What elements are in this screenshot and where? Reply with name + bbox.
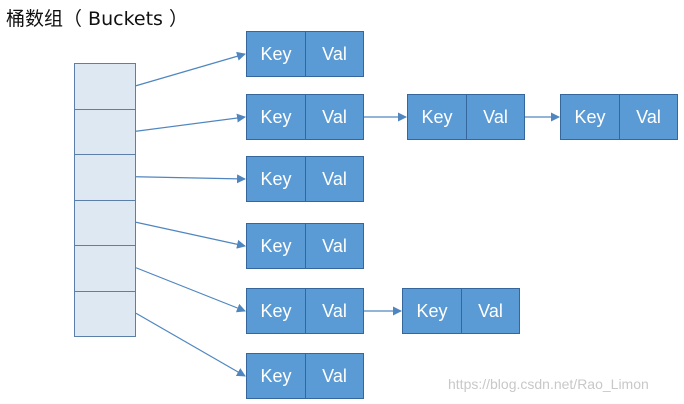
node-val-cell: Val	[306, 223, 364, 269]
pointer-arrow	[135, 174, 246, 184]
node-val-cell: Val	[462, 288, 520, 334]
pointer-arrow	[135, 312, 246, 377]
bucket-slot	[74, 154, 136, 201]
node-key-cell: Key	[246, 353, 306, 399]
pointer-arrow	[135, 51, 246, 87]
node-key-cell: Key	[560, 94, 620, 140]
node-val-cell: Val	[306, 94, 364, 140]
bucket-slot	[74, 63, 136, 110]
node-key-cell: Key	[246, 156, 306, 202]
node-val-cell: Val	[467, 94, 525, 140]
bucket-slot	[74, 108, 136, 155]
node-key-cell: Key	[246, 31, 306, 77]
node-val-cell: Val	[306, 156, 364, 202]
bucket-slot	[74, 199, 136, 246]
diagram-title: 桶数组（ Buckets ）	[6, 8, 188, 30]
node-key-cell: Key	[246, 288, 306, 334]
node-key-cell: Key	[407, 94, 467, 140]
node-key-cell: Key	[402, 288, 462, 334]
node-val-cell: Val	[306, 288, 364, 334]
watermark-text: https://blog.csdn.net/Rao_Limon	[448, 376, 649, 392]
pointer-arrow	[135, 113, 246, 132]
node-val-cell: Val	[306, 353, 364, 399]
node-key-cell: Key	[246, 223, 306, 269]
node-key-cell: Key	[246, 94, 306, 140]
bucket-slot	[74, 290, 136, 337]
node-val-cell: Val	[620, 94, 678, 140]
pointer-arrow	[135, 221, 246, 249]
bucket-slot	[74, 245, 136, 292]
node-val-cell: Val	[306, 31, 364, 77]
pointer-arrow	[135, 267, 246, 313]
